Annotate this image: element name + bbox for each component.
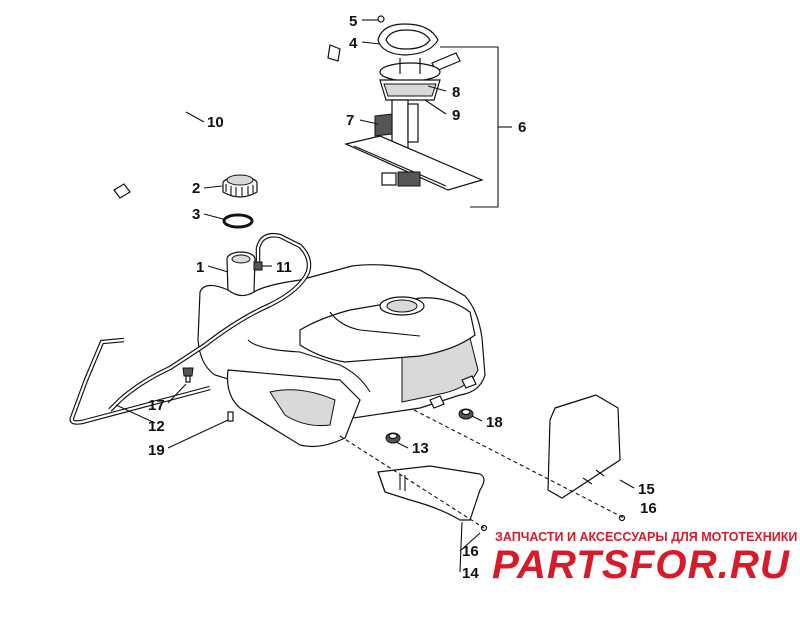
screw-19 xyxy=(227,411,234,422)
label-3: 3 xyxy=(192,206,200,223)
label-15: 15 xyxy=(638,481,655,498)
heat-shield-15 xyxy=(547,394,621,499)
watermark-tagline: ЗАПЧАСТИ И АКСЕССУАРЫ ДЛЯ МОТОТЕХНИКИ xyxy=(495,530,797,544)
label-1: 1 xyxy=(196,259,204,276)
gasket-ring-3 xyxy=(222,213,254,229)
label-7: 7 xyxy=(346,112,354,129)
drain-hose-12 xyxy=(69,337,211,425)
label-19: 19 xyxy=(148,442,165,459)
label-9: 9 xyxy=(452,107,460,124)
fastener-17 xyxy=(182,367,194,383)
heat-shield-14 xyxy=(377,465,485,521)
label-6: 6 xyxy=(518,119,526,136)
label-12: 12 xyxy=(148,418,165,435)
label-16a: 16 xyxy=(640,500,657,517)
label-2: 2 xyxy=(192,180,200,197)
label-17: 17 xyxy=(148,397,165,414)
fuel-cap-2 xyxy=(222,174,258,198)
label-16b: 16 xyxy=(462,543,479,560)
breather-hose-11 xyxy=(108,233,312,412)
label-5: 5 xyxy=(349,13,357,30)
part-number-labels: 5 4 8 9 7 6 10 2 3 1 11 17 12 19 13 18 1… xyxy=(148,13,657,582)
label-18: 18 xyxy=(486,414,503,431)
label-10: 10 xyxy=(207,114,224,131)
label-13: 13 xyxy=(412,440,429,457)
watermark: ЗАПЧАСТИ И АКСЕССУАРЫ ДЛЯ МОТОТЕХНИКИ PA… xyxy=(492,530,797,587)
alignment-lines xyxy=(339,409,625,529)
watermark-brand: PARTSFOR.RU xyxy=(492,543,790,587)
leader-lines xyxy=(115,19,635,573)
grommet-18 xyxy=(458,408,474,420)
label-8: 8 xyxy=(452,84,460,101)
label-11: 11 xyxy=(276,259,292,276)
label-14: 14 xyxy=(462,565,479,582)
fuel-tank-1 xyxy=(197,251,486,448)
bolt-5 xyxy=(377,15,385,23)
label-4: 4 xyxy=(349,35,358,52)
grommet-13 xyxy=(385,432,401,444)
fuel-pump-assembly-6 xyxy=(344,23,512,208)
vent-hose-10 xyxy=(113,30,341,199)
